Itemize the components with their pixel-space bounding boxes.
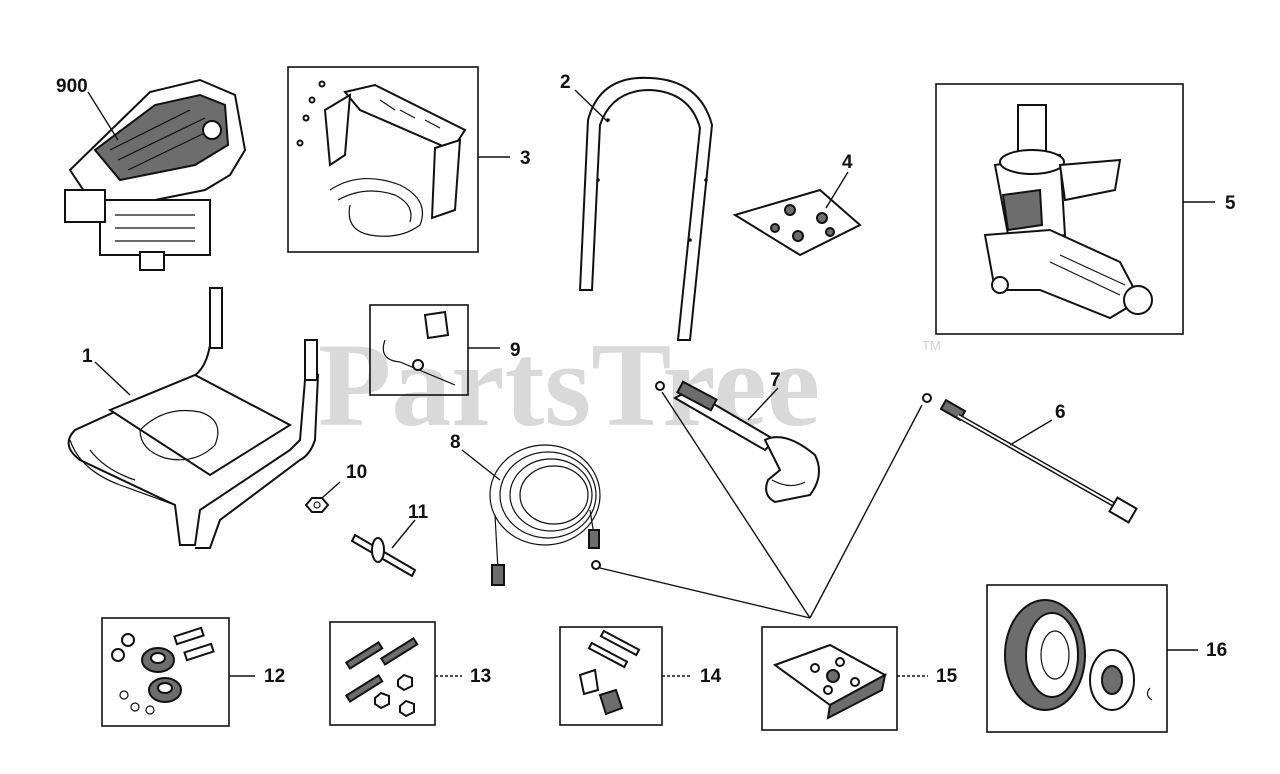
part-3-bracket[interactable] xyxy=(296,80,467,237)
callout-13: 13 xyxy=(470,666,491,687)
part-6-lance[interactable] xyxy=(922,393,1138,524)
callout-7: 7 xyxy=(770,370,781,391)
part-4-hardware-bag[interactable] xyxy=(732,188,862,257)
callout-12: 12 xyxy=(264,666,285,687)
callout-2: 2 xyxy=(560,72,571,93)
callout-5: 5 xyxy=(1225,193,1236,214)
part-3-box xyxy=(287,66,479,253)
part-2-handle[interactable] xyxy=(578,76,714,341)
part-15-box xyxy=(761,626,898,731)
callout-16: 16 xyxy=(1206,640,1227,661)
part-5-pump[interactable] xyxy=(983,104,1153,320)
callout-14: 14 xyxy=(700,666,722,687)
part-7-spray-gun[interactable] xyxy=(655,380,820,504)
part-13-box xyxy=(329,621,436,726)
callout-9: 9 xyxy=(510,340,521,361)
part-12-bearing-kit[interactable] xyxy=(111,626,215,715)
part-15-bracket-plate[interactable] xyxy=(772,643,888,720)
callout-1: 1 xyxy=(82,346,93,367)
part-16-wheel[interactable] xyxy=(1004,599,1153,711)
callout-15: 15 xyxy=(936,666,958,687)
part-1-frame[interactable] xyxy=(67,287,320,549)
callout-11: 11 xyxy=(408,502,429,523)
part-13-bolt-kit[interactable] xyxy=(344,637,419,718)
part-900-engine[interactable] xyxy=(64,78,247,271)
part-5-box xyxy=(935,83,1184,335)
part-11-axle-bolt[interactable] xyxy=(350,533,417,578)
callout-3: 3 xyxy=(520,148,531,169)
callout-900: 900 xyxy=(56,76,88,97)
part-9-pin[interactable] xyxy=(382,310,456,386)
callout-6: 6 xyxy=(1055,402,1066,423)
callout-10: 10 xyxy=(346,462,367,483)
part-16-box xyxy=(986,584,1168,733)
leader-lines-15 xyxy=(599,391,923,619)
part-14-fastener-kit[interactable] xyxy=(578,629,641,716)
callout-8: 8 xyxy=(450,432,461,453)
part-8-hose[interactable] xyxy=(489,444,601,586)
part-12-box xyxy=(101,617,230,727)
callout-4: 4 xyxy=(842,152,853,173)
part-9-box xyxy=(369,304,469,396)
part-10-nut[interactable] xyxy=(304,497,330,513)
watermark-trademark: TM xyxy=(922,338,941,353)
